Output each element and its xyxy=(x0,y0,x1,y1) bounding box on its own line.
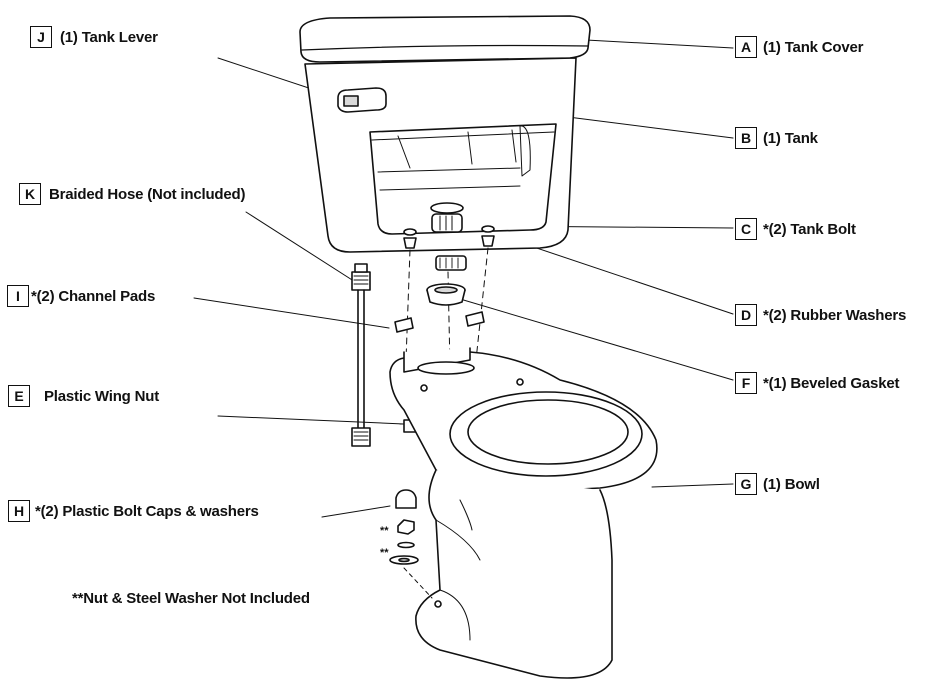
not-included-footnote: **Nut & Steel Washer Not Included xyxy=(72,590,310,607)
callout-letter: C xyxy=(735,218,757,240)
callout-letter: K xyxy=(19,183,41,205)
callout-text: *(2) Channel Pads xyxy=(31,287,156,305)
callout-tank-cover: A (1) Tank Cover xyxy=(735,36,863,58)
callout-letter: G xyxy=(735,473,757,495)
callout-rubber-washers: D *(2) Rubber Washers xyxy=(735,304,906,326)
callout-text: (1) Bowl xyxy=(763,475,820,493)
braided-hose xyxy=(351,263,371,447)
callout-text: *(2) Plastic Bolt Caps & washers xyxy=(35,502,259,520)
callout-braided-hose: K Braided Hose (Not included) xyxy=(19,183,245,205)
callout-letter: A xyxy=(735,36,757,58)
callout-text: (1) Tank Lever xyxy=(60,28,158,46)
callout-text: *(2) Tank Bolt xyxy=(763,220,856,238)
bolt-caps-and-washers xyxy=(389,489,433,599)
callout-letter: E xyxy=(8,385,30,407)
callout-letter: B xyxy=(735,127,757,149)
callout-tank: B (1) Tank xyxy=(735,127,818,149)
callout-bowl: G (1) Bowl xyxy=(735,473,820,495)
callout-text: *(1) Beveled Gasket xyxy=(763,374,900,392)
callout-bolt-caps: H *(2) Plastic Bolt Caps & washers xyxy=(8,500,259,522)
callout-tank-bolt: C *(2) Tank Bolt xyxy=(735,218,856,240)
callout-letter: H xyxy=(8,500,30,522)
callout-plastic-wing-nut: E Plastic Wing Nut xyxy=(8,385,159,407)
callout-text: *(2) Rubber Washers xyxy=(763,306,907,324)
not-included-marker-washer: ** xyxy=(380,547,389,559)
callout-letter: D xyxy=(735,304,757,326)
toilet-bowl xyxy=(389,347,658,679)
callout-text: Plastic Wing Nut xyxy=(44,387,160,405)
tank-lever xyxy=(337,87,387,113)
callout-text: (1) Tank Cover xyxy=(763,38,864,56)
callout-tank-lever: J (1) Tank Lever xyxy=(30,26,158,48)
callout-letter: I xyxy=(7,285,29,307)
callout-text: Braided Hose (Not included) xyxy=(49,185,246,203)
callout-letter: F xyxy=(735,372,757,394)
channel-pads xyxy=(394,311,485,333)
callout-channel-pads: I *(2) Channel Pads xyxy=(7,285,155,307)
callout-beveled-gasket: F *(1) Beveled Gasket xyxy=(735,372,899,394)
beveled-gasket xyxy=(426,283,466,306)
not-included-marker-nut: ** xyxy=(380,525,389,537)
tank-cover xyxy=(299,15,591,63)
callout-letter: J xyxy=(30,26,52,48)
callout-text: (1) Tank xyxy=(763,129,818,147)
